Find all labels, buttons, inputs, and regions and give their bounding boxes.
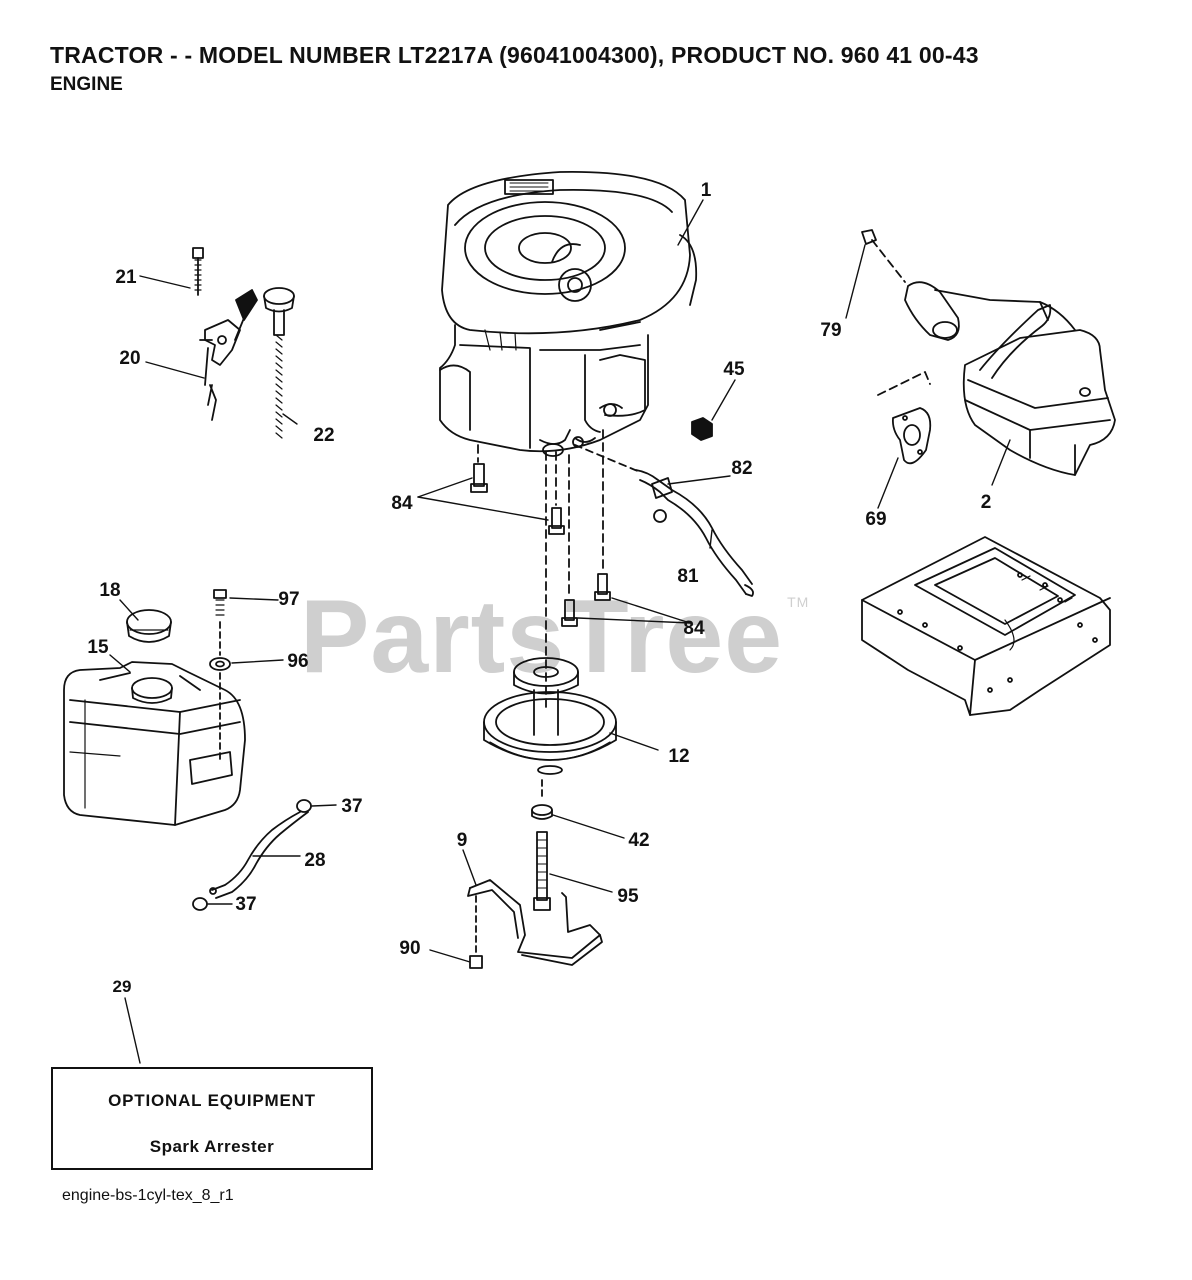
fuel-line-drawing	[192, 799, 312, 911]
page-title: TRACTOR - - MODEL NUMBER LT2217A (960410…	[50, 42, 979, 68]
muffler-drawing	[861, 229, 1116, 476]
callout-84-upper: 84	[391, 493, 413, 514]
callout-9: 9	[457, 830, 468, 851]
callout-22: 22	[313, 425, 334, 446]
callout-20: 20	[119, 348, 140, 369]
engine-drawing	[439, 170, 698, 457]
optional-equipment-box: OPTIONAL EQUIPMENT Spark Arrester	[51, 1067, 373, 1170]
leader-lines	[109, 199, 1011, 1064]
pulley-bracket-drawing	[467, 879, 603, 969]
callout-37-bottom: 37	[235, 894, 256, 915]
choke-knob-drawing	[263, 287, 295, 439]
callout-97: 97	[278, 589, 299, 610]
callout-96: 96	[287, 651, 308, 672]
callout-82: 82	[731, 458, 752, 479]
callout-84-lower: 84	[683, 618, 705, 639]
callout-12: 12	[668, 746, 689, 767]
callout-95: 95	[617, 886, 639, 907]
pulley-drawing	[483, 657, 617, 775]
dipstick-tube-drawing	[574, 444, 754, 597]
throttle-control-drawing	[192, 247, 258, 421]
callout-2: 2	[981, 492, 992, 513]
diagram-code: engine-bs-1cyl-tex_8_r1	[62, 1187, 234, 1204]
frame-drawing	[861, 536, 1111, 716]
callout-18: 18	[99, 580, 120, 601]
callout-29: 29	[113, 977, 132, 996]
callout-28: 28	[304, 850, 325, 871]
callout-1: 1	[701, 180, 712, 201]
nut-45-drawing	[691, 417, 713, 441]
watermark-tm: TM	[787, 594, 810, 610]
callout-69: 69	[865, 509, 886, 530]
callout-42: 42	[628, 830, 649, 851]
callout-15: 15	[87, 637, 109, 658]
callout-labels: 1 2 9 12 15 18 20 21 22 28 29 37 37 42 4…	[87, 180, 991, 996]
page-subtitle: ENGINE	[50, 74, 123, 95]
callout-37-top: 37	[341, 796, 362, 817]
callout-79: 79	[820, 320, 841, 341]
optional-equipment-title: OPTIONAL EQUIPMENT	[108, 1091, 316, 1110]
callout-90: 90	[399, 938, 420, 959]
callout-21: 21	[115, 267, 137, 288]
optional-equipment-item: Spark Arrester	[149, 1137, 275, 1156]
callout-81: 81	[677, 566, 699, 587]
callout-45: 45	[723, 359, 745, 380]
tank-screw-drawing	[209, 589, 231, 761]
pulley-bolt-drawing	[531, 779, 553, 911]
